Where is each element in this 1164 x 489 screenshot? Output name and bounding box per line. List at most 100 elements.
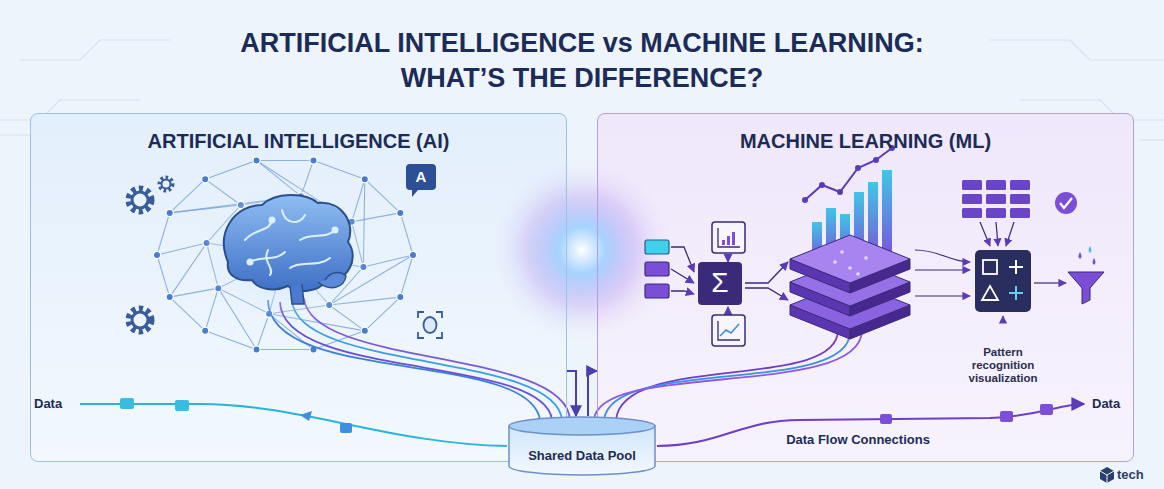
face-recognition-icon [418,332,424,338]
pattern-caption: Pattern recognition visualization [957,346,1049,386]
neural-network [257,349,314,350]
flow-caption: Data Flow Connections [786,433,930,448]
neural-network [166,293,173,300]
feature-grid [1010,194,1030,204]
circuit-trace [20,40,170,60]
funnel-icon [1068,246,1104,304]
gear-icon [132,192,148,208]
data-packet [175,400,189,411]
neural-network [166,209,173,216]
input-features [671,247,788,313]
chart-icon [712,222,745,346]
face-recognition-icon [418,312,424,318]
layer-stack [848,266,852,270]
neural-network [170,179,206,213]
feature-grid [986,208,1006,218]
layer-stack [864,256,868,260]
layer-stack [840,250,844,254]
neural-network [361,327,368,334]
chart-icon [720,324,739,336]
flow-label: Data [34,397,62,412]
flow-connector [567,371,576,416]
panel-heading: ARTIFICIAL INTELLIGENCE (AI) [148,130,450,153]
brain-icon [300,230,335,240]
feature-grid [962,194,982,204]
bar-chart [805,148,892,200]
tech-logo [1100,467,1114,483]
layer-stack [833,250,868,276]
data-packet [120,398,134,409]
layer-stack [790,235,910,283]
layer-stack [790,235,910,339]
bar-chart [837,189,843,195]
input-features [671,269,694,283]
speech-bubble [406,164,436,197]
pattern-box [1009,286,1023,300]
center-glow [487,155,677,345]
icon-letter: A [416,168,427,185]
neural-network [153,157,416,353]
gear-icon [129,178,173,332]
neural-network [409,251,416,258]
flow-strands [304,298,570,420]
pattern-box [975,250,1031,312]
neural-network [157,213,170,255]
input-features [645,240,669,254]
feature-grid [986,194,1006,204]
neural-network [397,293,404,300]
neural-network [397,209,404,216]
feature-grid [996,222,998,246]
sum-box [698,262,742,305]
pattern-box [975,250,1031,312]
gear-icon [129,309,151,331]
neural-network [205,331,256,350]
feature-grid [915,295,970,296]
feature-grid [986,180,1006,190]
bar-chart [855,165,861,171]
ai-panel: ARTIFICIAL INTELLIGENCE (AI) [30,113,567,462]
brain-icon [224,195,353,291]
neural-network [253,157,260,164]
neural-network [313,160,364,179]
input-features [727,256,728,262]
brain-icon [266,250,271,275]
neural-network [153,251,160,258]
neural-network [365,297,401,331]
brain-icon [248,260,253,265]
neural-network [157,255,170,297]
gear-icon [160,178,173,191]
pattern-box [983,260,997,274]
cylinder-shape [507,416,657,476]
neural-network [361,176,368,183]
feature-grid [1006,222,1014,246]
feature-grid [915,250,970,262]
feature-grid [980,222,990,246]
neural-network [310,157,317,164]
chart-icon [718,321,740,340]
panel-heading: MACHINE LEARNING (ML) [740,130,991,153]
diagram-title: ARTIFICIAL INTELLIGENCE vs MACHINE LEARN… [212,26,952,96]
input-features [745,288,788,300]
face-recognition-icon [436,332,442,338]
input-features [727,307,728,313]
speech-bubble [406,164,436,197]
flow-label: Data [1092,397,1120,412]
brain-icon [270,218,275,223]
data-packet [880,414,892,424]
feature-grid [962,180,982,190]
flow-strands [80,298,1084,446]
bar-chart [802,197,808,203]
pattern-box [982,286,998,300]
ml-panel: MACHINE LEARNING (ML) [597,113,1134,462]
brain-icon [245,210,338,275]
funnel-icon [1068,272,1104,304]
feature-grid [915,180,1066,322]
check-icon [1060,198,1072,208]
face-recognition-icon [418,312,442,338]
neural-network [170,297,206,331]
layer-stack [856,272,860,276]
neural-network [253,346,260,353]
node-label: Shared Data Pool [528,448,636,463]
flow-strands [280,302,552,420]
